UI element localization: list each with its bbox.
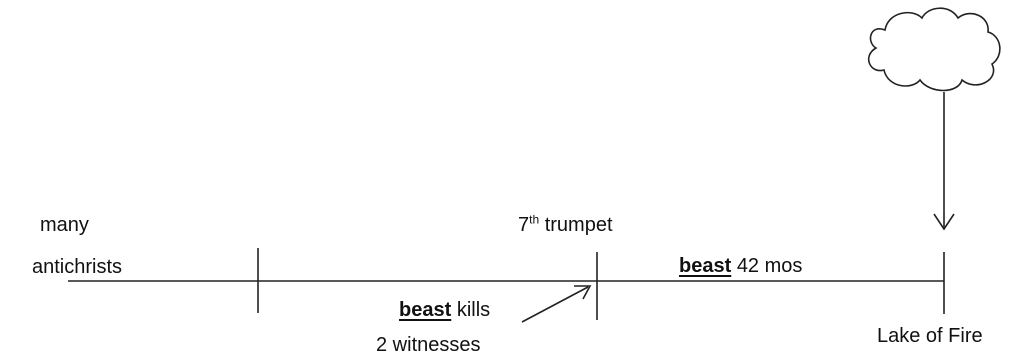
beast-left-text: beast: [399, 299, 452, 321]
seventh-number: 7: [518, 214, 530, 236]
down-arrow-icon: [933, 92, 955, 231]
label-seventh-trumpet: 7th trumpet: [518, 212, 613, 236]
beast-right-text: beast: [679, 255, 732, 277]
cloud-icon: [867, 7, 1001, 92]
label-beast-kills: beast kills: [399, 299, 490, 321]
label-two-witnesses: 2 witnesses: [376, 334, 481, 356]
forty-two-mos-text: 42 mos: [736, 255, 803, 277]
trumpet-text: trumpet: [544, 214, 613, 236]
label-many: many: [40, 214, 89, 236]
arrow-icon: [521, 285, 592, 323]
label-beast-42-mos: beast 42 mos: [679, 255, 802, 277]
label-lake-of-fire: Lake of Fire: [877, 325, 983, 347]
seventh-suffix: th: [529, 212, 540, 227]
label-antichrists: antichrists: [32, 256, 123, 278]
kills-text: kills: [456, 299, 491, 321]
